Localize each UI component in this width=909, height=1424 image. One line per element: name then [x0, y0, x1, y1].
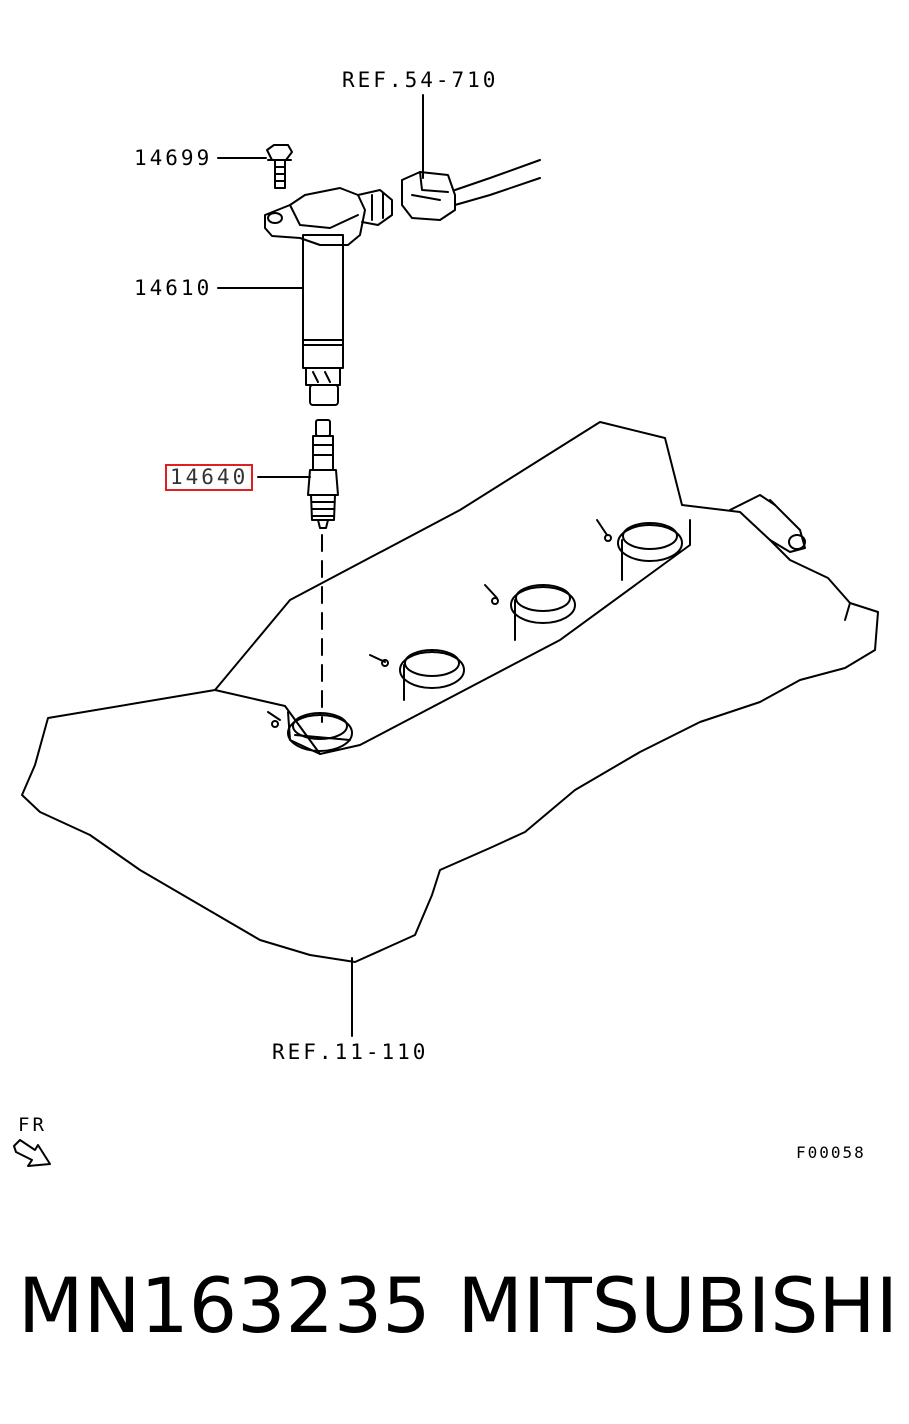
figure-code: F00058: [796, 1143, 866, 1162]
harness-connector: [401, 159, 541, 221]
exploded-view-diagram: [13, 94, 879, 1167]
leader-lines: [217, 94, 424, 1037]
front-arrow-icon: [13, 1139, 51, 1167]
part-number: MN163235: [18, 1261, 431, 1350]
coil-part-label: 14610: [134, 276, 213, 300]
valve-cover: [21, 421, 879, 963]
ref-top-label: REF.54-710: [342, 68, 499, 92]
ref-bottom-label: REF.11-110: [272, 1040, 429, 1064]
bolt-part-label: 14699: [134, 146, 213, 170]
spark-plug: [307, 419, 339, 529]
front-direction-label: FR: [18, 1114, 47, 1136]
brand-name: MITSUBISHI: [457, 1261, 898, 1350]
mounting-bolt: [266, 144, 293, 189]
spark-plug-part-label[interactable]: 14640: [164, 464, 254, 491]
ignition-coil: [264, 187, 393, 406]
part-caption: MN163235 MITSUBISHI: [18, 1268, 898, 1344]
